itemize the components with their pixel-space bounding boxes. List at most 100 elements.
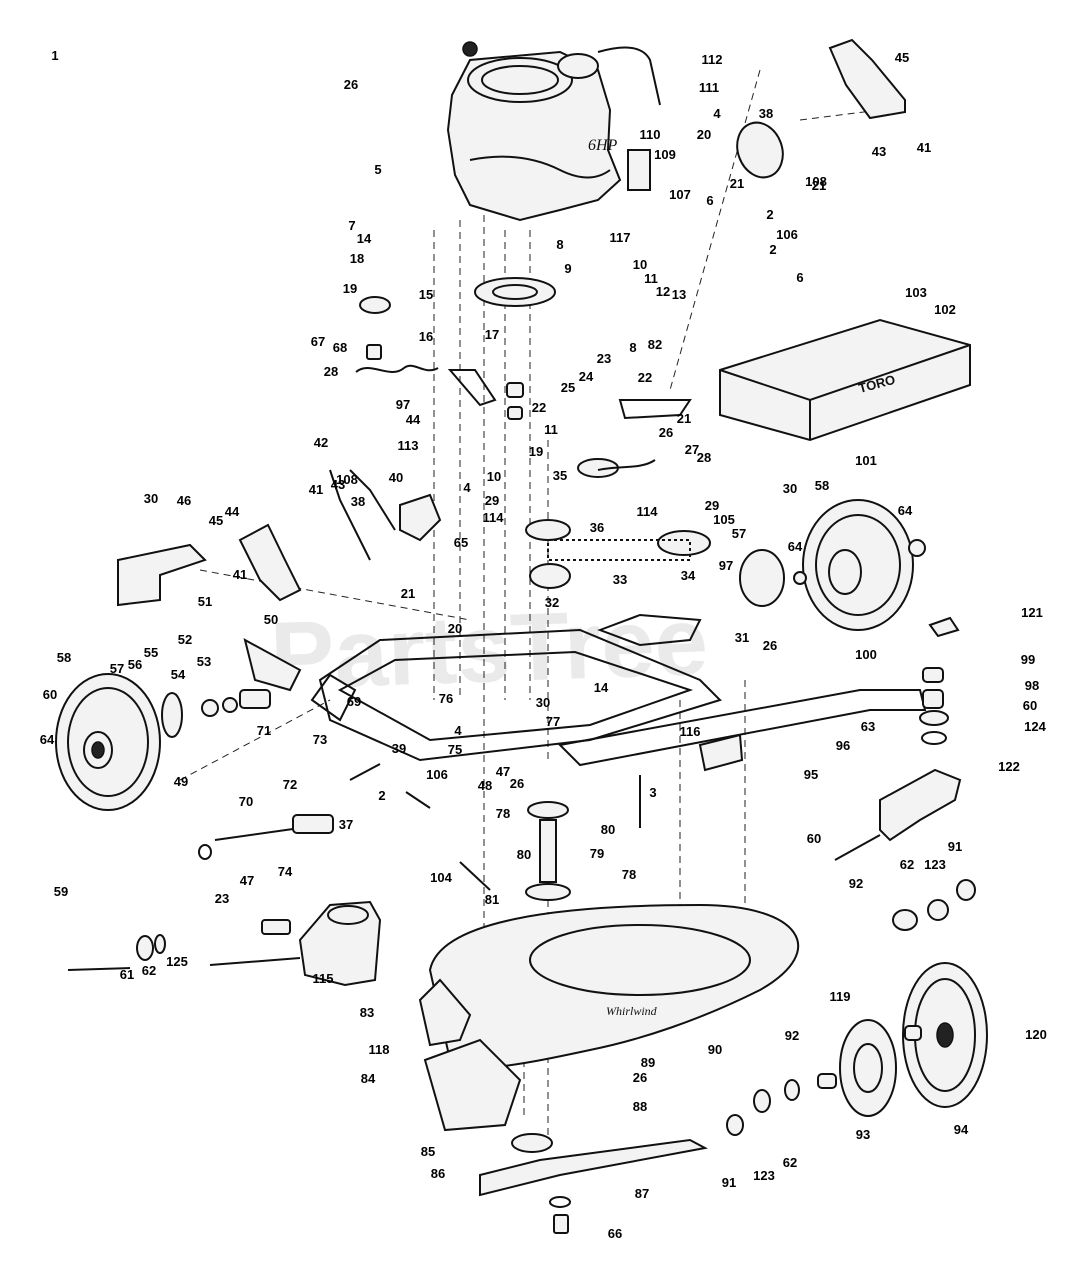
brackets [117,38,906,692]
callout-label: 82 [648,337,662,352]
callout-label: 60 [43,687,57,702]
callout-label: 94 [954,1122,969,1137]
callout-label: 4 [454,723,462,738]
callout-label: 118 [369,1042,390,1057]
callout-label: 86 [431,1166,445,1181]
callout-label: 1 [51,48,58,63]
callout-label: 12 [656,284,670,299]
callout-label: 112 [702,52,723,67]
callout-label: 6 [706,193,713,208]
drive-components [355,277,711,589]
callout-label: 44 [225,504,240,519]
callout-label: 10 [633,257,647,272]
callout-label: 120 [1025,1027,1047,1042]
callout-label: 7 [348,218,355,233]
callout-label: 45 [209,513,223,528]
callout-label: 23 [215,891,229,906]
callout-label: 109 [654,147,676,162]
callout-label: 121 [1021,605,1043,620]
axle-transmission [67,763,491,987]
callout-label: 101 [855,453,877,468]
callout-label: 29 [485,493,499,508]
callout-label: 26 [633,1070,647,1085]
callout-label: 78 [622,867,636,882]
callout-label: 23 [597,351,611,366]
callout-label: 113 [398,438,419,453]
callout-label: 64 [898,503,913,518]
callout-label: 98 [1025,678,1039,693]
callout-label: 35 [553,468,567,483]
callout-label: 20 [448,621,462,636]
callout-label: 26 [344,77,358,92]
callout-label: 57 [732,526,746,541]
callout-label: 21 [812,178,826,193]
right-wheels [726,499,988,1136]
callout-label: 3 [649,785,656,800]
callout-label: 44 [406,412,421,427]
callout-label: 95 [804,767,818,782]
callout-label: 31 [735,630,749,645]
callout-label: 93 [856,1127,870,1142]
callout-label: 21 [401,586,415,601]
callout-label: 45 [895,50,909,65]
callout-label: 15 [419,287,433,302]
callout-label: 68 [333,340,347,355]
callout-label: 26 [659,425,673,440]
callout-label: 34 [681,568,696,583]
callout-label: 66 [608,1226,622,1241]
callout-label: 6 [796,270,803,285]
callout-label: 16 [419,329,433,344]
left-wheel [55,673,271,811]
callout-label: 85 [421,1144,435,1159]
callout-label: 25 [561,380,575,395]
callout-label: 30 [783,481,797,496]
callout-label: 21 [730,176,744,191]
callout-label: 20 [697,127,711,142]
callout-label: 105 [713,512,735,527]
callout-label: 18 [350,251,364,266]
callout-label: 73 [313,732,327,747]
chassis-frame [310,613,927,772]
callout-label: 58 [57,650,71,665]
callout-label: 4 [713,106,721,121]
callout-label: 62 [142,963,156,978]
callout-label: 32 [545,595,559,610]
callout-label: 29 [705,498,719,513]
callout-label: 52 [178,632,192,647]
callout-label: 37 [339,817,353,832]
callout-label: 75 [448,742,462,757]
callout-label: 60 [1023,698,1037,713]
callout-label: 62 [900,857,914,872]
callout-label: 8 [556,237,563,252]
mower-deck: Whirlwind [418,903,800,1234]
callout-label: 111 [699,80,719,95]
callout-label: 36 [590,520,604,535]
callout-label: 19 [529,444,543,459]
callout-label: 65 [454,535,468,550]
callout-label: 80 [601,822,615,837]
callout-label: 5 [374,162,381,177]
callout-label: 91 [722,1175,736,1190]
callout-label: 47 [240,873,254,888]
callout-label: 96 [836,738,850,753]
callout-label: 19 [343,281,357,296]
callout-label: 10 [487,469,501,484]
callout-label: 53 [197,654,211,669]
callout-label: 39 [392,741,406,756]
callout-label: 51 [198,594,212,609]
callout-label: 21 [677,411,691,426]
callout-label: 58 [815,478,829,493]
callout-label: 92 [785,1028,799,1043]
callout-label: 81 [485,892,499,907]
callout-label: 55 [144,645,158,660]
callout-label: 11 [644,271,658,286]
callout-label: 60 [807,831,821,846]
callout-label: 43 [872,144,886,159]
callout-label: 40 [389,470,403,485]
callout-label: 26 [510,776,524,791]
callout-label: 38 [759,106,773,121]
callout-label: 28 [324,364,338,379]
callout-label: 67 [311,334,325,349]
